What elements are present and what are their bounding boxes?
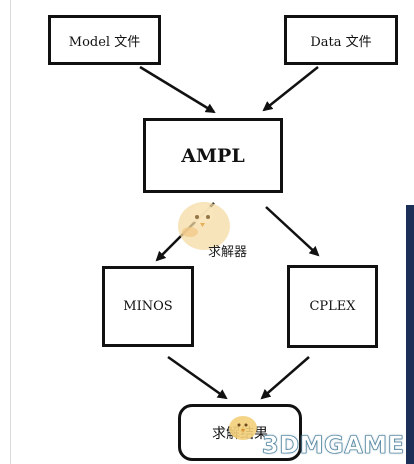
cplex-label: CPLEX xyxy=(309,299,356,314)
ampl-label: AMPL xyxy=(181,144,245,167)
minos-node: MINOS xyxy=(102,266,194,347)
page-divider xyxy=(10,0,11,464)
chick-mascot-icon xyxy=(178,202,230,250)
cplex-node: CPLEX xyxy=(287,265,378,348)
data-file-node: Data 文件 xyxy=(284,15,398,65)
edge-panel xyxy=(406,205,414,464)
arrow-model-to-ampl xyxy=(139,65,216,114)
model-file-node: Model 文件 xyxy=(48,15,161,65)
arrow-cplex-to-result xyxy=(260,356,310,400)
solver-label: 求解器 xyxy=(208,245,248,260)
watermark-text: 3DMGAME xyxy=(262,431,405,460)
arrow-minos-to-result xyxy=(167,355,228,400)
minos-label: MINOS xyxy=(123,299,173,314)
ampl-node: AMPL xyxy=(143,118,283,193)
arrow-data-to-ampl xyxy=(262,66,319,112)
arrow-ampl-to-cplex xyxy=(265,206,320,257)
small-chick-mascot-icon xyxy=(229,416,257,440)
watermark: 3DMGAME xyxy=(262,426,405,464)
data-file-label: Data 文件 xyxy=(310,34,372,50)
model-file-label: Model 文件 xyxy=(68,34,141,50)
